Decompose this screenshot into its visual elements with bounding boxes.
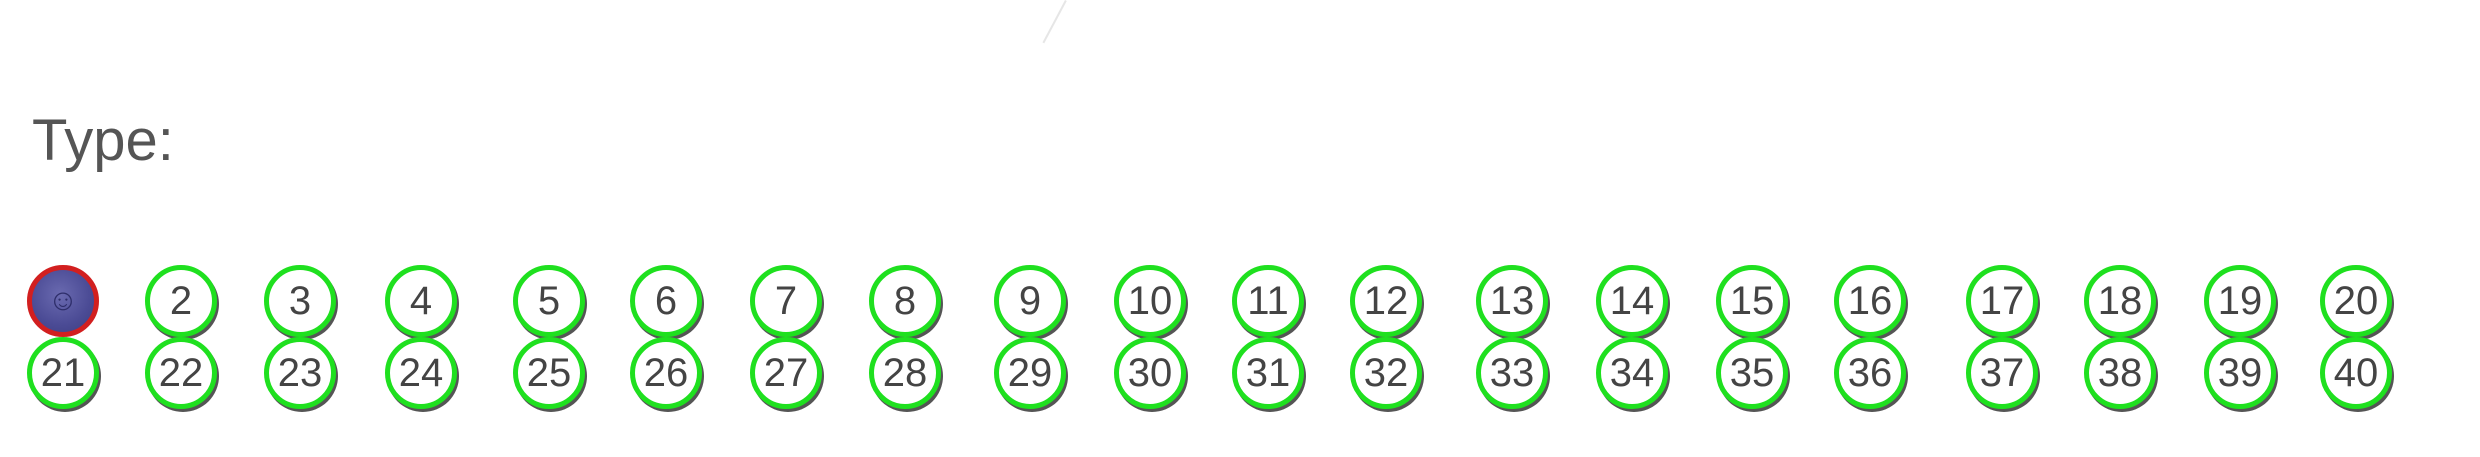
type-option-number: 5: [537, 279, 561, 323]
type-option-26[interactable]: 26: [630, 337, 702, 409]
type-option-39[interactable]: 39: [2204, 337, 2276, 409]
type-option-16[interactable]: 16: [1834, 265, 1906, 337]
type-option-13[interactable]: 13: [1476, 265, 1548, 337]
type-option-11[interactable]: 11: [1232, 265, 1304, 337]
type-option-30[interactable]: 30: [1114, 337, 1186, 409]
type-option-10[interactable]: 10: [1114, 265, 1186, 337]
type-option-3[interactable]: 3: [264, 265, 336, 337]
type-option-28[interactable]: 28: [869, 337, 941, 409]
type-option-number: 22: [158, 351, 204, 395]
type-option-number: 21: [40, 351, 86, 395]
type-option-31[interactable]: 31: [1232, 337, 1304, 409]
type-option-40[interactable]: 40: [2320, 337, 2392, 409]
type-option-number: 17: [1979, 279, 2025, 323]
type-option-number: 13: [1489, 279, 1535, 323]
type-option-number: 39: [2217, 351, 2263, 395]
type-option-number: 6: [654, 279, 678, 323]
type-option-17[interactable]: 17: [1966, 265, 2038, 337]
type-option-37[interactable]: 37: [1966, 337, 2038, 409]
type-option-18[interactable]: 18: [2084, 265, 2156, 337]
type-option-number: 37: [1979, 351, 2025, 395]
type-option-selected[interactable]: ☺: [27, 265, 99, 337]
type-option-number: 35: [1729, 351, 1775, 395]
type-option-number: 18: [2097, 279, 2143, 323]
type-option-number: 34: [1609, 351, 1655, 395]
type-option-number: 23: [277, 351, 323, 395]
type-option-number: 25: [526, 351, 572, 395]
type-option-29[interactable]: 29: [994, 337, 1066, 409]
type-option-number: 24: [398, 351, 444, 395]
type-option-number: 8: [893, 279, 917, 323]
type-option-15[interactable]: 15: [1716, 265, 1788, 337]
type-option-number: 38: [2097, 351, 2143, 395]
type-option-35[interactable]: 35: [1716, 337, 1788, 409]
type-option-2[interactable]: 2: [145, 265, 217, 337]
type-option-number: 7: [774, 279, 798, 323]
type-option-34[interactable]: 34: [1596, 337, 1668, 409]
type-option-25[interactable]: 25: [513, 337, 585, 409]
type-option-9[interactable]: 9: [994, 265, 1066, 337]
type-option-number: 19: [2217, 279, 2263, 323]
type-option-number: 28: [882, 351, 928, 395]
type-option-number: 16: [1847, 279, 1893, 323]
type-option-number: 40: [2333, 351, 2379, 395]
type-option-23[interactable]: 23: [264, 337, 336, 409]
type-option-21[interactable]: 21: [27, 337, 99, 409]
type-option-5[interactable]: 5: [513, 265, 585, 337]
type-option-14[interactable]: 14: [1596, 265, 1668, 337]
type-option-22[interactable]: 22: [145, 337, 217, 409]
type-option-number: 11: [1247, 279, 1289, 323]
type-option-number: 3: [288, 279, 312, 323]
type-option-36[interactable]: 36: [1834, 337, 1906, 409]
type-option-number: 10: [1127, 279, 1173, 323]
type-option-33[interactable]: 33: [1476, 337, 1548, 409]
type-option-20[interactable]: 20: [2320, 265, 2392, 337]
type-option-number: 26: [643, 351, 689, 395]
type-option-8[interactable]: 8: [869, 265, 941, 337]
type-option-number: 32: [1363, 351, 1409, 395]
type-option-number: 27: [763, 351, 809, 395]
type-option-24[interactable]: 24: [385, 337, 457, 409]
type-option-7[interactable]: 7: [750, 265, 822, 337]
type-option-number: 9: [1018, 279, 1042, 323]
type-option-19[interactable]: 19: [2204, 265, 2276, 337]
type-option-number: 14: [1609, 279, 1655, 323]
type-option-number: 20: [2333, 279, 2379, 323]
type-option-12[interactable]: 12: [1350, 265, 1422, 337]
type-option-32[interactable]: 32: [1350, 337, 1422, 409]
type-option-27[interactable]: 27: [750, 337, 822, 409]
type-option-4[interactable]: 4: [385, 265, 457, 337]
type-option-number: 2: [169, 279, 193, 323]
type-option-number: 4: [409, 279, 433, 323]
type-option-number: 30: [1127, 351, 1173, 395]
type-option-number: 15: [1729, 279, 1775, 323]
smiley-icon: ☺: [47, 284, 79, 317]
type-option-6[interactable]: 6: [630, 265, 702, 337]
type-option-number: 29: [1007, 351, 1053, 395]
type-option-number: 31: [1245, 351, 1291, 395]
type-option-number: 33: [1489, 351, 1535, 395]
type-option-number: 12: [1363, 279, 1409, 323]
type-option-number: 36: [1847, 351, 1893, 395]
type-label: Type:: [32, 108, 174, 173]
type-option-38[interactable]: 38: [2084, 337, 2156, 409]
